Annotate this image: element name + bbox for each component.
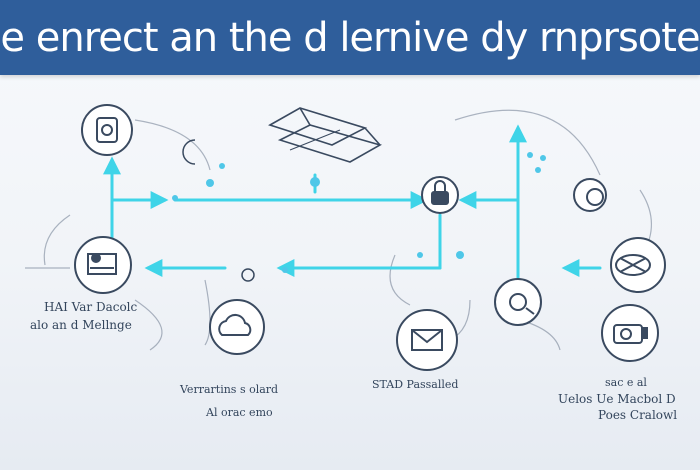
camera-icon (601, 304, 659, 362)
cloud-icon (209, 299, 265, 355)
label-right-2: Uelos Ue Macbol D (558, 392, 676, 406)
label-right-1: sac e al (605, 376, 647, 389)
accent-dots (172, 152, 546, 273)
label-left-bottom: alo an d Mellnge (30, 318, 132, 332)
email-icon (396, 309, 458, 371)
document-icon (81, 104, 133, 156)
lock-icon (421, 176, 459, 214)
title-banner: e enrect an the d lernive dy rnprsote (0, 0, 700, 75)
pin-icon (241, 268, 255, 282)
dot-icon (182, 139, 196, 165)
label-center: STAD Passalled (372, 378, 459, 391)
person-icon (74, 236, 132, 294)
label-center-left-top: Verrartins s olard (180, 383, 279, 396)
pen-icon (573, 178, 607, 212)
page-title: e enrect an the d lernive dy rnprsote (0, 14, 700, 61)
workflow-diagram (25, 104, 666, 371)
laptop-icon (268, 107, 383, 163)
warehouse-icon (610, 237, 666, 293)
label-left-top: HAI Var Dacolc (44, 300, 138, 314)
globe-icon (494, 278, 542, 326)
connector-arrows (103, 124, 602, 282)
label-right-3: Poes Cralowl (598, 408, 678, 422)
label-center-left-bottom: Al orac emo (206, 406, 273, 419)
